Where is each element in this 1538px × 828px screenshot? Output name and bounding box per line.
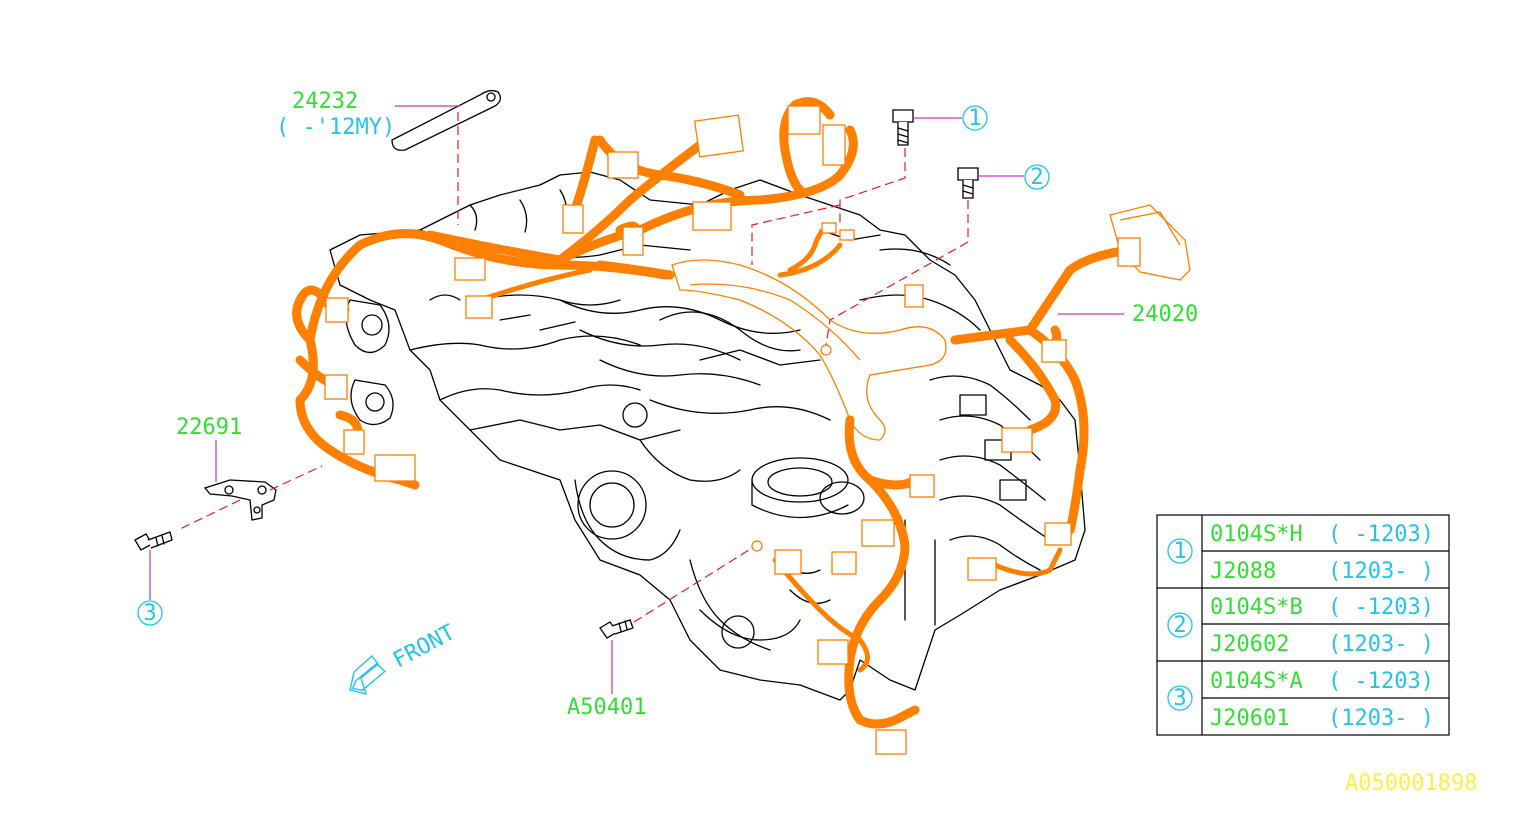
- date-range: (1203- ): [1328, 632, 1434, 657]
- svg-text:1: 1: [968, 106, 981, 131]
- bolt-2[interactable]: [825, 167, 1024, 346]
- part-number[interactable]: J2088: [1210, 559, 1276, 584]
- svg-text:3: 3: [143, 601, 156, 626]
- ref-marker-3[interactable]: 3: [137, 600, 163, 626]
- part-number[interactable]: 0104S*B: [1210, 595, 1303, 620]
- bolt-1[interactable]: [751, 109, 962, 265]
- svg-text:3: 3: [1173, 686, 1186, 711]
- diagram-id: A050001898: [1345, 771, 1477, 796]
- bracket-22691[interactable]: [177, 440, 323, 531]
- ref-marker-1[interactable]: 1: [962, 105, 988, 131]
- bolt-3[interactable]: [134, 531, 173, 600]
- date-range: (1203- ): [1328, 706, 1434, 731]
- part-number[interactable]: J20601: [1210, 706, 1289, 731]
- date-range: ( -1203): [1328, 595, 1434, 620]
- date-range: ( -1203): [1328, 669, 1434, 694]
- table-row-ref-1: 1 0104S*H ( -1203) J2088 (1203- ): [1167, 522, 1434, 584]
- bolt-reference-table: 1 0104S*H ( -1203) J2088 (1203- ) 2 0104…: [1156, 514, 1450, 736]
- part-number[interactable]: 0104S*H: [1210, 522, 1303, 547]
- part-number[interactable]: 0104S*A: [1210, 669, 1303, 694]
- svg-text:2: 2: [1173, 613, 1186, 638]
- part-number-24020[interactable]: 24020: [1132, 302, 1198, 327]
- bracket-24232[interactable]: [391, 89, 502, 225]
- part-number-22691[interactable]: 22691: [176, 415, 242, 440]
- date-range: (1203- ): [1328, 559, 1434, 584]
- part-number[interactable]: J20602: [1210, 632, 1289, 657]
- harness-connectors: [324, 105, 1141, 755]
- table-row-ref-2: 2 0104S*B ( -1203) J20602 (1203- ): [1167, 595, 1434, 657]
- part-number-24232[interactable]: 24232: [292, 89, 358, 114]
- svg-text:2: 2: [1030, 165, 1043, 190]
- part-number-a50401[interactable]: A50401: [567, 695, 646, 720]
- svg-text:1: 1: [1173, 539, 1186, 564]
- bolt-a50401[interactable]: [599, 547, 753, 694]
- front-label: FRONT: [389, 620, 459, 673]
- part-24232-model-note: ( -'12MY): [276, 115, 395, 140]
- date-range: ( -1203): [1328, 522, 1434, 547]
- table-row-ref-3: 3 0104S*A ( -1203) J20601 (1203- ): [1167, 669, 1434, 731]
- ref-marker-2[interactable]: 2: [1024, 164, 1050, 190]
- front-direction-arrow: FRONT: [349, 620, 459, 695]
- engine-block: [329, 171, 1086, 701]
